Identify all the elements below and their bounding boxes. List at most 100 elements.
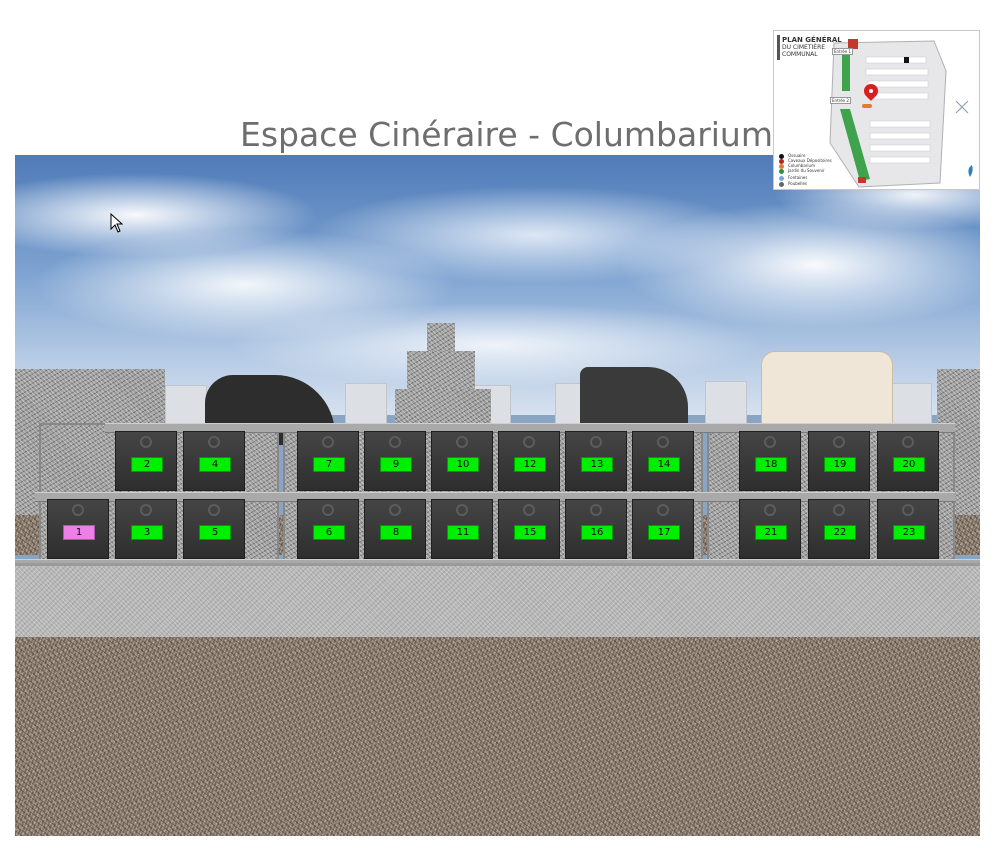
niche-8[interactable]: 8	[364, 499, 426, 559]
cemetery-plan-map	[829, 39, 973, 188]
ring-icon	[456, 436, 468, 448]
niche-number: 20	[893, 457, 925, 472]
ring-icon	[764, 436, 776, 448]
niche-13[interactable]: 13	[565, 431, 627, 491]
ring-icon	[208, 436, 220, 448]
ring-icon	[389, 504, 401, 516]
ring-icon	[140, 504, 152, 516]
niche-number: 10	[447, 457, 479, 472]
ring-icon	[72, 504, 84, 516]
niche-number: 13	[581, 457, 613, 472]
niche-17[interactable]: 17	[632, 499, 694, 559]
niche-number: 12	[514, 457, 546, 472]
niche-22[interactable]: 22	[808, 499, 870, 559]
ring-icon	[902, 436, 914, 448]
niche-number: 21	[755, 525, 787, 540]
pavement	[15, 563, 980, 642]
niche-12[interactable]: 12	[498, 431, 560, 491]
background-tomb	[890, 383, 932, 427]
niche-11[interactable]: 11	[431, 499, 493, 559]
niche-number: 8	[380, 525, 412, 540]
cemetery-plan-thumbnail[interactable]: PLAN GÉNÉRAL DU CIMETIÈRE COMMUNAL Entré…	[773, 30, 980, 190]
niche-21[interactable]: 21	[739, 499, 801, 559]
map-title-line2: DU CIMETIÈRE	[782, 44, 826, 51]
niche-19[interactable]: 19	[808, 431, 870, 491]
ring-icon	[657, 436, 669, 448]
niche-9[interactable]: 9	[364, 431, 426, 491]
ring-icon	[140, 436, 152, 448]
mouse-cursor-icon	[110, 213, 124, 233]
niche-18[interactable]: 18	[739, 431, 801, 491]
legend-label: Ossuaire	[788, 153, 806, 158]
niche-number: 17	[648, 525, 680, 540]
niche-number: 23	[893, 525, 925, 540]
background-tomb	[345, 383, 387, 427]
legend-dot	[779, 153, 784, 159]
legend-dot	[779, 175, 784, 181]
niche-1[interactable]: 1	[47, 499, 109, 559]
map-title-line1: PLAN GÉNÉRAL	[782, 36, 842, 44]
legend-item: Caveaux Dépositoires	[779, 158, 839, 164]
niche-number: 4	[199, 457, 231, 472]
legend-dot	[779, 168, 784, 174]
niche-number: 2	[131, 457, 163, 472]
ring-icon	[322, 504, 334, 516]
map-title-line3: COMMUNAL	[782, 51, 818, 58]
niche-number: 16	[581, 525, 613, 540]
legend-label: Jardin du Souvenir	[788, 168, 825, 173]
ring-icon	[208, 504, 220, 516]
niche-number: 18	[755, 457, 787, 472]
niche-number: 14	[648, 457, 680, 472]
niche-2[interactable]: 2	[115, 431, 177, 491]
legend-label: Columbarium	[788, 163, 815, 168]
gravel-ground	[15, 637, 980, 836]
ring-icon	[833, 436, 845, 448]
entree-1-label: Entrée 1	[832, 48, 853, 55]
columbarium-scene: 2 4 7 9 10 12 13 14 18 19 20 1 3 5 6 8 1…	[15, 155, 980, 836]
ring-icon	[590, 504, 602, 516]
niche-4[interactable]: 4	[183, 431, 245, 491]
niche-7[interactable]: 7	[297, 431, 359, 491]
legend-dot	[779, 181, 784, 187]
legend-item: Fontaines	[779, 175, 839, 181]
location-pin-dot	[869, 89, 873, 93]
ring-icon	[902, 504, 914, 516]
legend-item: Poubelles	[779, 181, 839, 187]
cross-monument-top	[427, 323, 455, 351]
niche-6[interactable]: 6	[297, 499, 359, 559]
middle-shelf	[35, 492, 955, 502]
ring-icon	[833, 504, 845, 516]
ring-icon	[657, 504, 669, 516]
niche-3[interactable]: 3	[115, 499, 177, 559]
legend-dot	[779, 163, 784, 169]
legend-item: Ossuaire	[779, 153, 839, 159]
title-bar-decoration	[777, 35, 780, 60]
niche-20[interactable]: 20	[877, 431, 939, 491]
niche-16[interactable]: 16	[565, 499, 627, 559]
cross-monument-arms	[407, 351, 475, 389]
niche-number: 5	[199, 525, 231, 540]
ring-icon	[456, 504, 468, 516]
legend-label: Caveaux Dépositoires	[788, 158, 832, 163]
niche-number: 1	[63, 525, 95, 540]
background-tomb	[705, 381, 747, 427]
niche-5[interactable]: 5	[183, 499, 245, 559]
legend-item: Jardin du Souvenir	[779, 168, 839, 174]
entree-2-label: Entrée 2	[830, 97, 851, 104]
niche-10[interactable]: 10	[431, 431, 493, 491]
ring-icon	[590, 436, 602, 448]
niche-number: 22	[824, 525, 856, 540]
page-title: Espace Cinéraire - Columbarium	[240, 115, 773, 154]
legend-label: Fontaines	[788, 175, 808, 180]
background-tomb	[165, 385, 207, 427]
niche-14[interactable]: 14	[632, 431, 694, 491]
ring-icon	[389, 436, 401, 448]
niche-number: 7	[313, 457, 345, 472]
niche-15[interactable]: 15	[498, 499, 560, 559]
niche-number: 9	[380, 457, 412, 472]
niche-23[interactable]: 23	[877, 499, 939, 559]
legend-label: Poubelles	[788, 181, 808, 186]
pin-target-marker	[862, 104, 872, 108]
niche-number: 15	[514, 525, 546, 540]
ring-icon	[764, 504, 776, 516]
